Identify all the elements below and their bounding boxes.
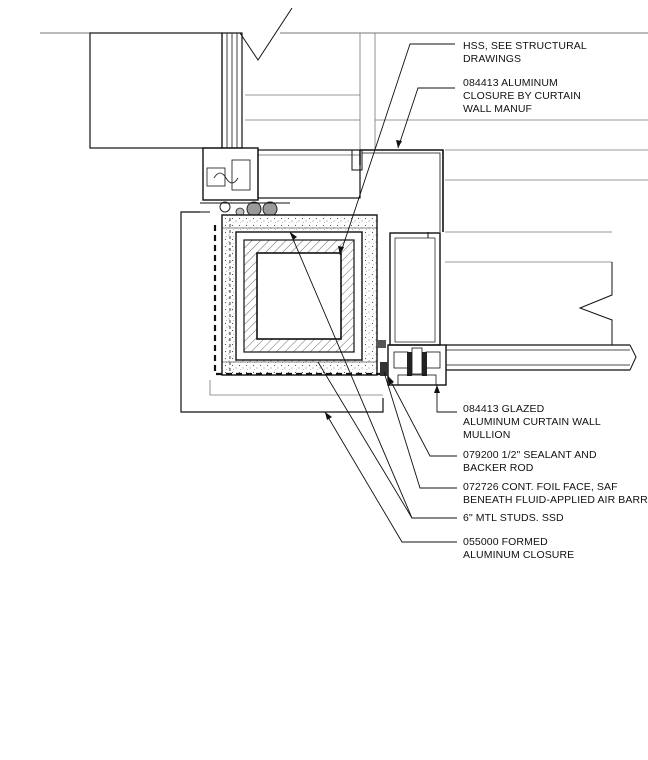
leader-lines bbox=[289, 43, 457, 543]
callout-sealant-line-1: 079200 1/2" SEALANT AND bbox=[463, 449, 597, 461]
leader-arrowheads bbox=[290, 140, 440, 420]
callout-mullion: 084413 GLAZED ALUMINUM CURTAIN WALL MULL… bbox=[463, 403, 601, 442]
formed-aluminum-closure bbox=[180, 211, 384, 413]
curtain-wall-mullion bbox=[387, 232, 447, 386]
callout-sealant-line-2: BACKER ROD bbox=[463, 462, 534, 474]
hss-stud-assembly bbox=[221, 214, 378, 376]
callout-mullion-line-2: ALUMINUM CURTAIN WALL bbox=[463, 416, 601, 428]
callout-closure-cw-line-1: 084413 ALUMINUM bbox=[463, 77, 558, 89]
callout-closure-cw-line-3: WALL MANUF bbox=[463, 103, 533, 115]
sealant-and-backer-rod bbox=[378, 340, 388, 376]
callout-foil: 072726 CONT. FOIL FACE, SAF BENEATH FLUI… bbox=[463, 481, 648, 507]
callout-mullion-line-3: MULLION bbox=[463, 429, 511, 441]
callout-formed-line-1: 055000 FORMED bbox=[463, 536, 548, 548]
callout-closure-cw-line-2: CLOSURE BY CURTAIN bbox=[463, 90, 581, 102]
callout-closure-cw: 084413 ALUMINUM CLOSURE BY CURTAIN WALL … bbox=[463, 77, 581, 116]
callout-foil-line-2: BENEATH FLUID-APPLIED AIR BARRIER bbox=[463, 494, 648, 506]
air-barrier-dashed bbox=[213, 218, 384, 376]
callout-studs: 6" MTL STUDS. SSD bbox=[463, 512, 564, 525]
callout-hss: HSS, SEE STRUCTURAL DRAWINGS bbox=[463, 40, 587, 66]
callout-sealant: 079200 1/2" SEALANT AND BACKER ROD bbox=[463, 449, 597, 475]
callout-formed-line-2: ALUMINUM CLOSURE bbox=[463, 549, 575, 561]
callout-foil-line-1: 072726 CONT. FOIL FACE, SAF bbox=[463, 481, 618, 493]
background-building-lines bbox=[40, 7, 648, 263]
callout-mullion-line-1: 084413 GLAZED bbox=[463, 403, 545, 415]
callout-hss-line-1: HSS, SEE STRUCTURAL bbox=[463, 40, 587, 52]
upper-window-frame bbox=[89, 32, 363, 217]
aluminum-closure-curtain-wall bbox=[359, 149, 444, 232]
callout-hss-line-2: DRAWINGS bbox=[463, 53, 522, 65]
callout-studs-line-1: 6" MTL STUDS. SSD bbox=[463, 512, 564, 524]
callout-formed: 055000 FORMED ALUMINUM CLOSURE bbox=[463, 536, 574, 562]
glazing-unit bbox=[446, 262, 637, 371]
